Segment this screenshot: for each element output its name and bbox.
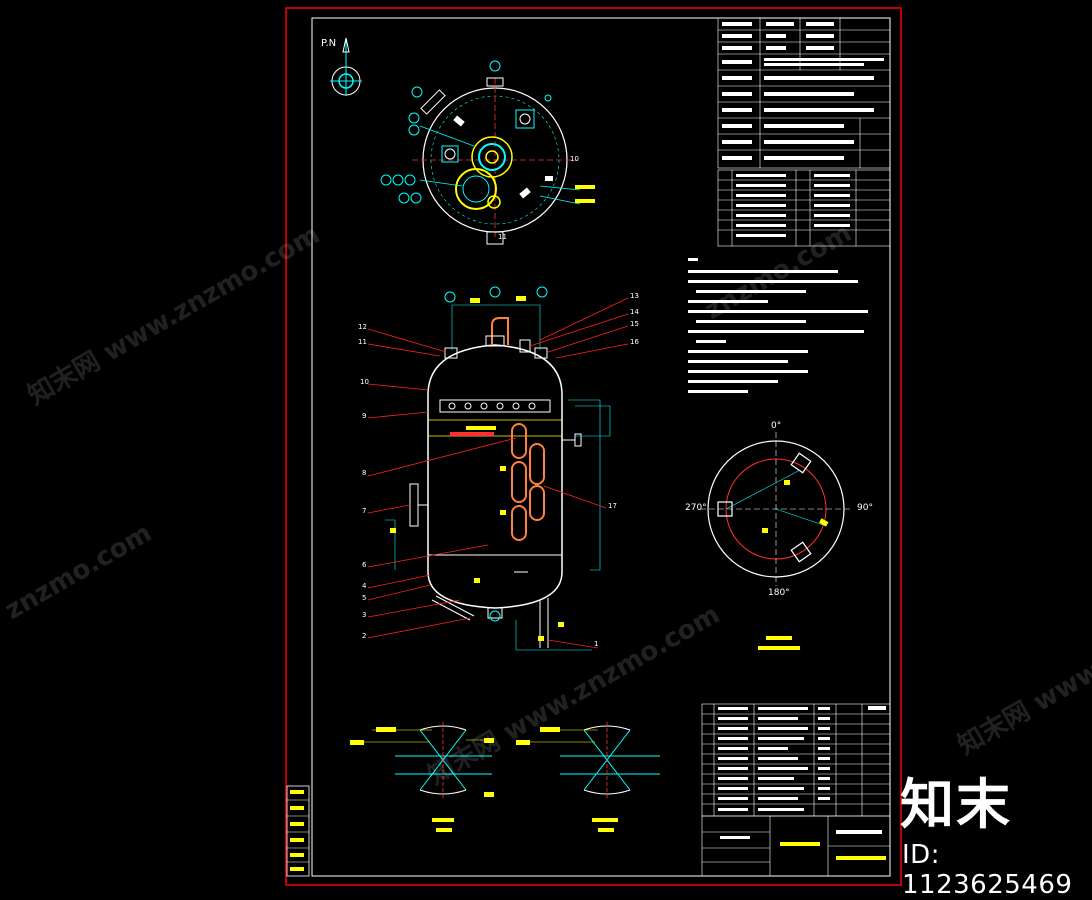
plan-tick-label: 10 (570, 155, 579, 163)
callout-label: 2 (362, 632, 367, 640)
technical-notes (688, 258, 868, 393)
callout-label: 1 (594, 640, 599, 648)
angle-90-label: 90° (857, 503, 873, 513)
drawing-border (285, 7, 902, 886)
callout-label: 9 (362, 412, 367, 420)
weld-detail-left (350, 722, 494, 832)
drawing-frame (311, 17, 891, 877)
callout-label: 8 (362, 469, 367, 477)
image-id-label: ID: 1123625469 (902, 840, 1073, 900)
binding-strip (286, 785, 310, 877)
plan-view (380, 60, 595, 245)
callout-label: 7 (362, 507, 367, 515)
callout-label: 14 (630, 308, 639, 316)
callout-label: 13 (630, 292, 639, 300)
plan-tick-label: 11 (498, 233, 507, 241)
vessel-elevation (367, 286, 629, 651)
north-label: P.N (321, 38, 337, 49)
callout-label: 3 (362, 611, 367, 619)
header-table-text (722, 22, 884, 237)
callout-label: 15 (630, 320, 639, 328)
north-arrow (330, 37, 362, 96)
angle-180-label: 180° (768, 588, 790, 598)
header-table (717, 17, 891, 247)
parts-list-text (718, 706, 886, 860)
callout-label: 17 (608, 502, 617, 510)
brand-watermark: 知末 (900, 773, 1012, 836)
angle-270-label: 270° (685, 503, 707, 513)
callout-label: 10 (360, 378, 369, 386)
callout-label: 11 (358, 338, 367, 346)
callout-label: 6 (362, 561, 367, 569)
callout-label: 12 (358, 323, 367, 331)
parts-list (701, 703, 891, 877)
callout-label: 4 (362, 582, 367, 590)
weld-detail-right (516, 722, 660, 832)
angle-0-label: 0° (771, 421, 782, 431)
section-view (700, 432, 852, 650)
callout-label: 16 (630, 338, 639, 346)
callout-label: 5 (362, 594, 367, 602)
